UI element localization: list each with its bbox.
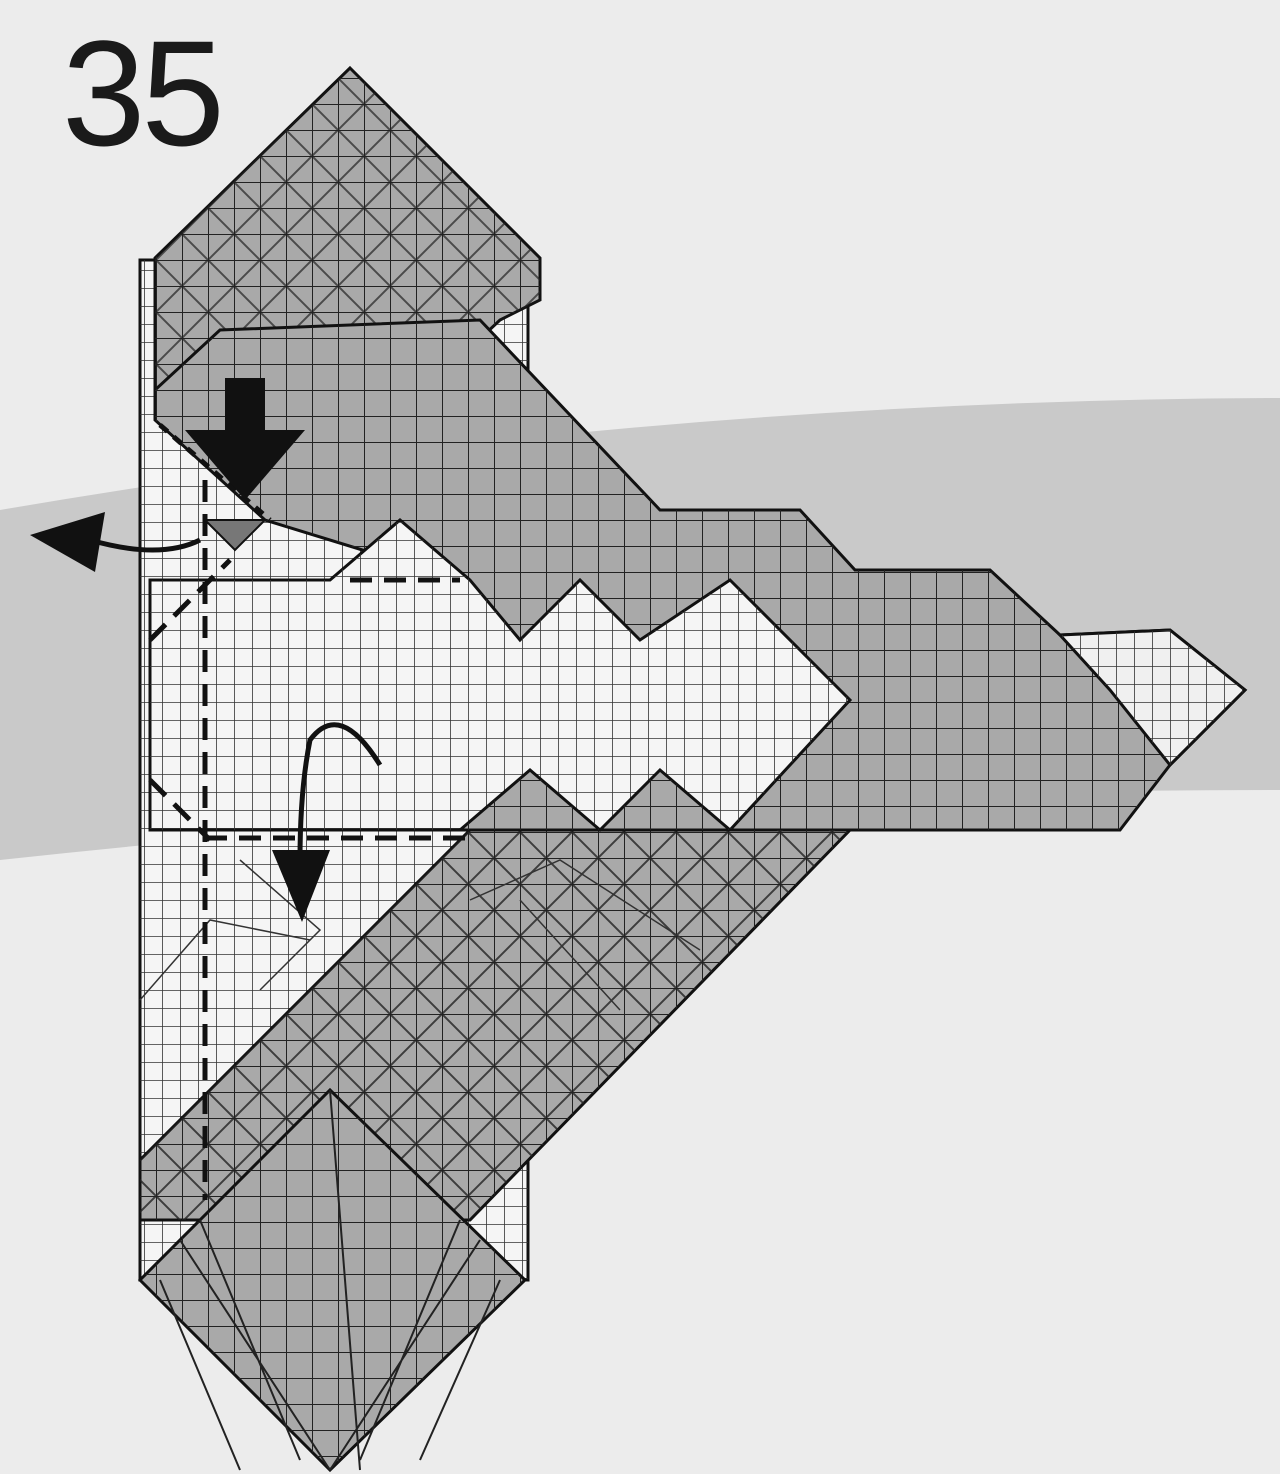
step-number: 35 <box>62 18 221 168</box>
